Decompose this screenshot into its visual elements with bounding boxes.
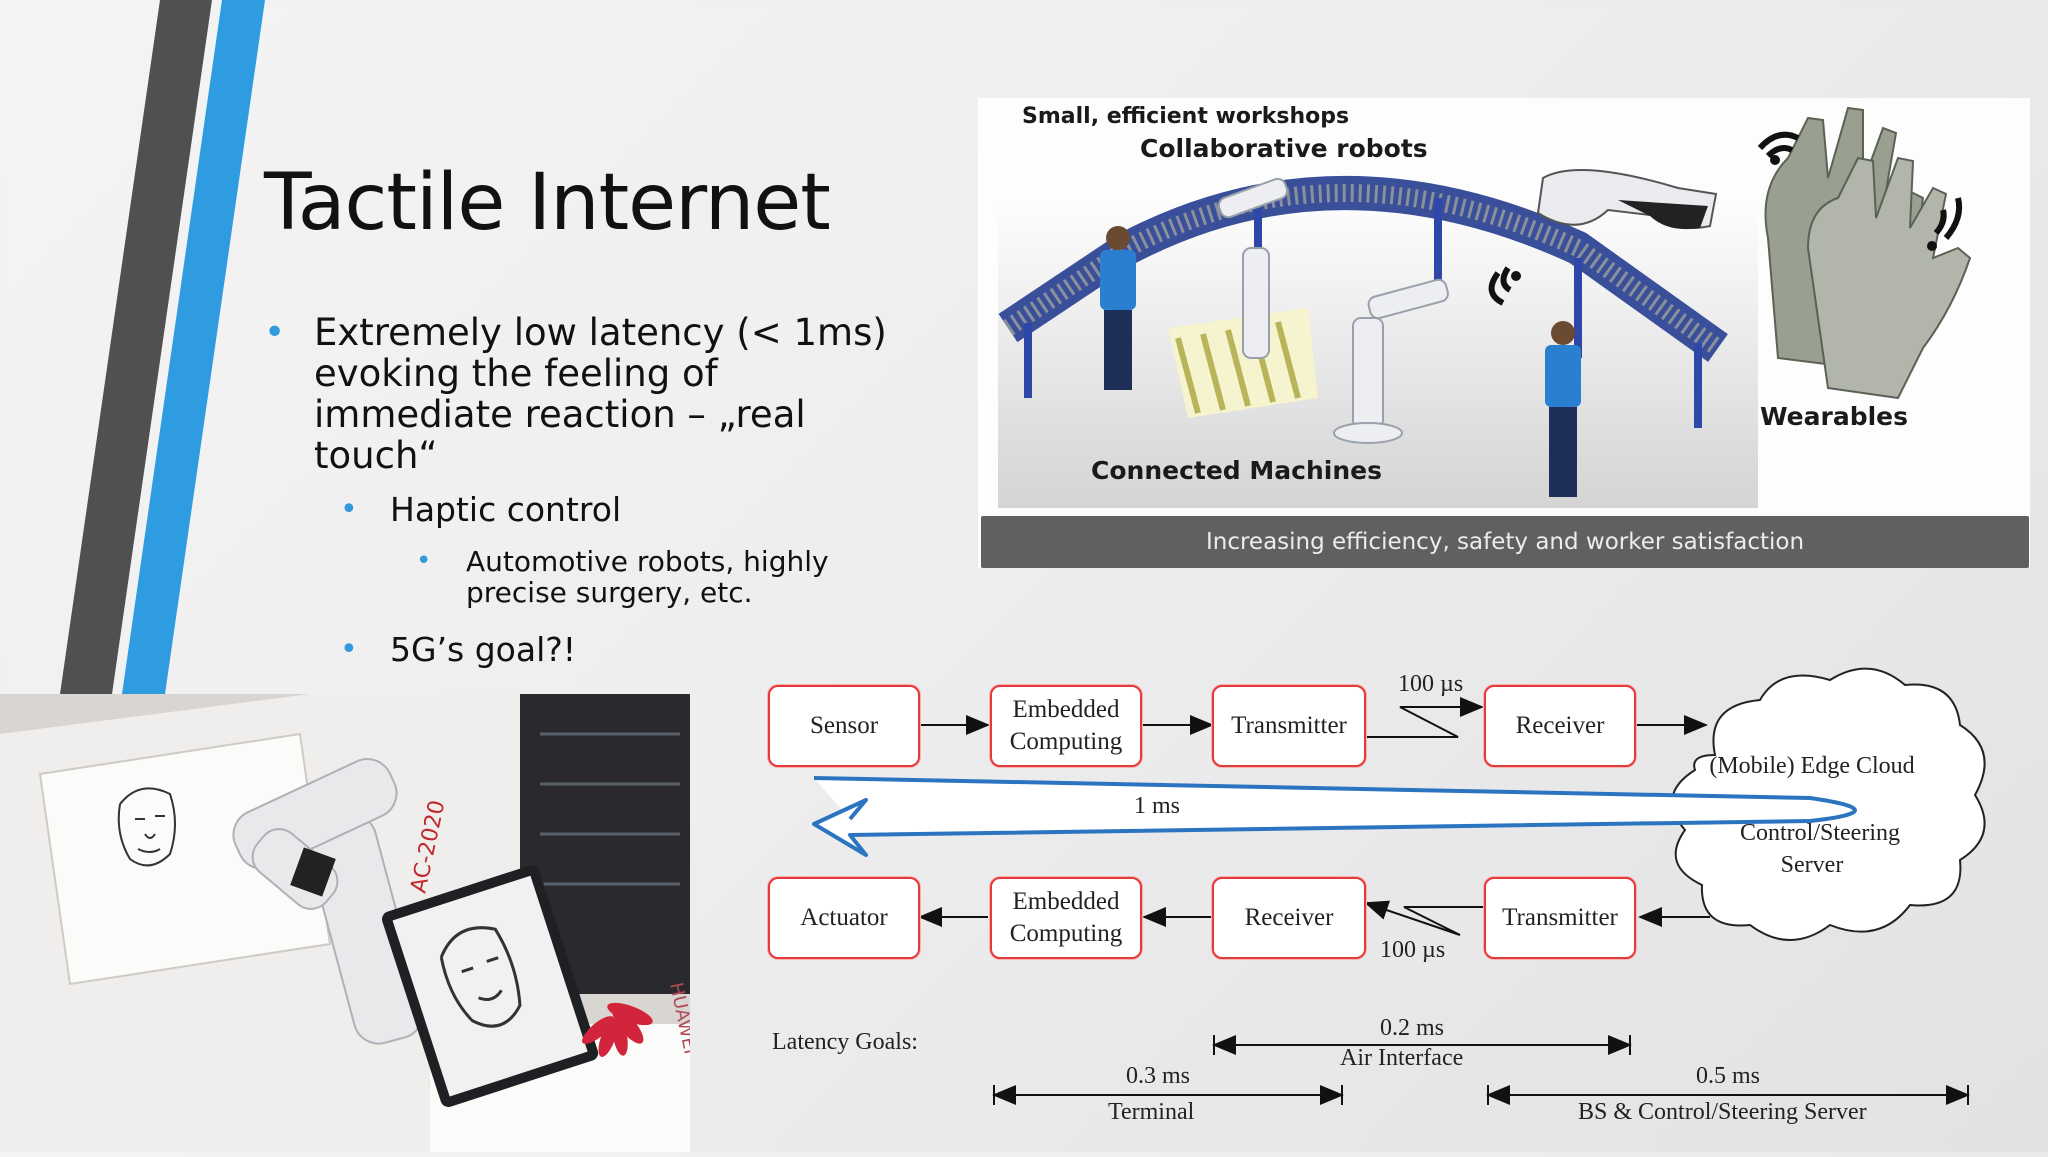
factory-illustration bbox=[998, 106, 1972, 508]
cloud-server-label: Control/Steering Server bbox=[1740, 820, 1900, 878]
embedded-computing-box-top: Embedded Computing bbox=[990, 685, 1142, 767]
transmitter-box-bottom: Transmitter bbox=[1484, 877, 1636, 959]
sketch-face-icon bbox=[117, 787, 176, 867]
bullet-level3: • Automotive robots, highly precise surg… bbox=[416, 545, 829, 609]
workshops-label: Small, efficient workshops bbox=[1022, 104, 1350, 129]
loop-latency-arrow bbox=[812, 776, 1857, 857]
industry-illustration: Small, efficient workshops Collaborative… bbox=[978, 98, 2030, 568]
receiver-box-top: Receiver bbox=[1484, 685, 1636, 767]
bottom-air-latency-label: 100 µs bbox=[1380, 937, 1446, 963]
embedded-computing-box-bottom: Embedded Computing bbox=[990, 877, 1142, 959]
bullet-dot-icon: • bbox=[340, 632, 358, 667]
latency-diagram: Sensor Embedded Computing Transmitter Re… bbox=[740, 655, 2030, 1152]
worker-right bbox=[1545, 321, 1581, 497]
bullet-level1: • Extremely low latency (< 1ms) evoking … bbox=[264, 311, 887, 477]
goal-server-value: 0.5 ms bbox=[1696, 1063, 1761, 1089]
bullet-list: • Extremely low latency (< 1ms) evoking … bbox=[264, 312, 924, 670]
bullet-dot-icon: • bbox=[340, 492, 358, 527]
loop-latency-label: 1 ms bbox=[1134, 793, 1181, 819]
latency-goals-label: Latency Goals: bbox=[772, 1029, 918, 1055]
bullet-level2: • 5G’s goal?! bbox=[340, 630, 577, 669]
connected-machines-label: Connected Machines bbox=[1091, 456, 1382, 485]
actuator-box: Actuator bbox=[768, 877, 920, 959]
goal-air-value: 0.2 ms bbox=[1380, 1015, 1445, 1041]
bullet-dot-icon: • bbox=[416, 546, 432, 576]
goal-server-label: BS & Control/Steering Server bbox=[1578, 1099, 1867, 1125]
sensor-box: Sensor bbox=[768, 685, 920, 767]
collaborative-robots-label: Collaborative robots bbox=[1140, 134, 1428, 163]
robot-drawing-photo: AC-2020 HUAWEI bbox=[0, 694, 711, 1152]
top-air-latency-label: 100 µs bbox=[1398, 671, 1464, 697]
wearables-label: Wearables bbox=[1760, 402, 1909, 431]
goal-air-label: Air Interface bbox=[1340, 1045, 1464, 1071]
bullet-dot-icon: • bbox=[264, 312, 286, 353]
goal-terminal-value: 0.3 ms bbox=[1126, 1063, 1191, 1089]
glove-icon bbox=[1764, 106, 1972, 400]
smart-glasses-icon bbox=[1536, 169, 1718, 230]
industry-caption: Increasing efficiency, safety and worker… bbox=[981, 516, 2029, 568]
bullet-level2: • Haptic control bbox=[340, 490, 622, 529]
transmitter-box-top: Transmitter bbox=[1212, 685, 1366, 767]
worker-left bbox=[1100, 226, 1136, 390]
huawei-logo-icon bbox=[582, 1002, 653, 1057]
tablet-screen bbox=[382, 865, 599, 1107]
slide-title: Tactile Internet bbox=[264, 158, 831, 248]
goal-terminal-label: Terminal bbox=[1108, 1099, 1195, 1125]
wireless-signal-icon bbox=[1488, 131, 1963, 306]
cloud-title-label: (Mobile) Edge Cloud bbox=[1709, 753, 1915, 779]
receiver-box-bottom: Receiver bbox=[1212, 877, 1366, 959]
